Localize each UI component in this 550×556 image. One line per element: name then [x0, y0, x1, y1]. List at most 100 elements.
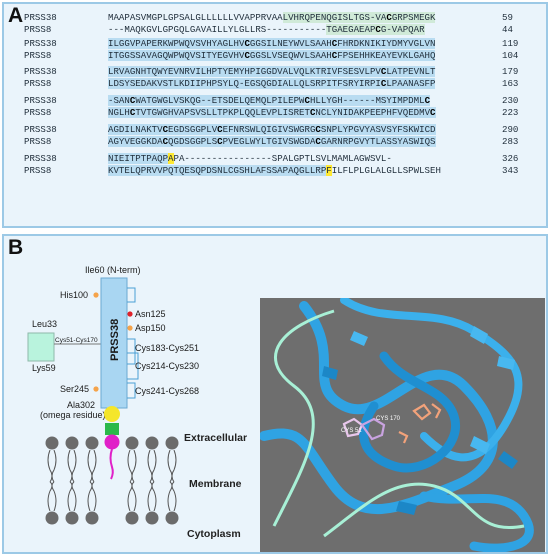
lipid-tail: [127, 449, 133, 483]
protein-ribbons: [260, 298, 534, 552]
his100-label: His100: [60, 290, 88, 300]
sequence-segment: PA----------------: [173, 153, 272, 164]
sequence-segment: C: [162, 124, 169, 135]
asn125-label: Asn125: [135, 309, 166, 319]
lipid-tail: [51, 449, 57, 483]
sequence-residues: ---MAQKGVLGPGQLGAVAILLYLGLLRS-----------…: [108, 24, 490, 36]
his100-dot: [93, 292, 99, 298]
sequence-segment: GGSLVSEQWVLSAAH: [249, 50, 332, 61]
sequence-segment: LRVAGNHTQWYEVNRVILHPTYEMYHPIGGDVALVQLKTR…: [108, 66, 381, 77]
sequence-segment: C: [380, 78, 387, 89]
disulfide-bracket-top: [127, 287, 136, 303]
residue-position: 119: [502, 38, 519, 49]
lipid-tail: [171, 481, 177, 512]
gpi-glycan-yellow: [104, 406, 120, 422]
gpi-inositol-magenta: [104, 434, 120, 450]
sequence-name: PRSS38: [24, 153, 57, 164]
lipid-tail: [71, 449, 77, 483]
sequence-segment: HLLYGH------MSYIMPDML: [309, 95, 425, 106]
sequence-name: PRSS8: [24, 165, 52, 176]
lipid-tail: [87, 449, 93, 483]
sequence-segment: NCLYNIDAKPEEPHFVQEDMV: [315, 107, 431, 118]
cys241-cys268-label: Cys241-Cys268: [135, 386, 199, 396]
lipid-tail: [147, 481, 153, 512]
residue-position: 223: [502, 107, 519, 118]
lipid-tail: [47, 449, 53, 483]
alignment-row: PRSS38 NIEITPTPAQPAPA----------------SPAL…: [4, 153, 544, 165]
lipid-head-inner: [125, 511, 139, 525]
sequence-name: PRSS38: [24, 66, 57, 77]
sequence-segment: AGDILNAKTV: [108, 124, 163, 135]
lipid-tail: [131, 481, 137, 512]
propeptide-box: [27, 332, 55, 362]
sequence-segment: FPSEHHKEAYEVKLGAHQ: [337, 50, 436, 61]
cys214-cys230-label: Cys214-Cys230: [135, 361, 199, 371]
panel-b: B Leu33 Lys59 Cys51-Cys170 Ile60 (N-term…: [2, 234, 548, 554]
omega-site-highlight: A: [168, 153, 174, 164]
sequence-segment: KVTELQPRVVPQTQESQPDSNLCGSHLAFSSAPAQGLLRP: [108, 165, 327, 176]
sequence-residues: NGLHCTVTGWGHVAPSVSLLTPKPLQQLEVPLISRETCNC…: [108, 107, 490, 119]
sequence-segment: C: [129, 95, 136, 106]
lipid-tail: [47, 481, 53, 512]
lipid-bilayer: [45, 436, 179, 525]
disulfide-bracket-cys241: [127, 382, 136, 399]
sequence-residues: LRVAGNHTQWYEVNRVILHPTYEMYHPIGGDVALVQLKTR…: [108, 66, 490, 78]
residue-position: 343: [502, 165, 519, 176]
ala302-label: Ala302: [67, 400, 95, 410]
lipid-head-outer: [65, 436, 79, 450]
sequence-segment: ILGGVPAPERKWPWQVSVHYAGLHV: [108, 38, 245, 49]
sequence-residues: ITGGSSAVAGQWPWQVSITYEGVHVCGGSLVSEQWVLSAA…: [108, 50, 490, 62]
sequence-segment: C: [162, 136, 169, 147]
sequence-segment: AGYVEGGKDA: [108, 136, 163, 147]
lipid-head-inner: [145, 511, 159, 525]
residue-position: 59: [502, 12, 513, 23]
sequence-name: PRSS38: [24, 38, 57, 49]
residue-position: 163: [502, 78, 519, 89]
disulfide-bracket-cys183: [127, 338, 136, 365]
sequence-name: PRSS8: [24, 50, 52, 61]
residue-position: 283: [502, 136, 519, 147]
lipid-head-outer: [165, 436, 179, 450]
sequence-name: PRSS38: [24, 124, 57, 135]
gpi-glycan-green: [105, 423, 119, 435]
propeptide-bond-label: Cys51-Cys170: [55, 337, 98, 344]
asp150-label: Asp150: [135, 323, 166, 333]
lipid-tail: [127, 481, 133, 512]
residue-position: 290: [502, 124, 519, 135]
sequence-residues: KVTELQPRVVPQTQESQPDSNLCGSHLAFSSAPAQGLLRP…: [108, 165, 490, 177]
lipid-head-outer: [125, 436, 139, 450]
lipid-head-inner: [165, 511, 179, 525]
asn125-dot: [127, 311, 133, 317]
sequence-segment: LVHRQPENQGISLTGS: [282, 12, 370, 23]
sequence-segment: S: [271, 153, 278, 164]
sequence-segment: C: [244, 50, 250, 61]
sequence-segment: C: [217, 124, 223, 135]
alignment-row: PRSS38 LRVAGNHTQWYEVNRVILHPTYEMYHPIGGDVAL…: [4, 66, 544, 78]
sequence-segment: -VA: [369, 12, 387, 23]
extracellular-label: Extracellular: [184, 432, 247, 444]
sequence-name: PRSS38: [24, 95, 57, 106]
lipid-head-inner: [65, 511, 79, 525]
sequence-segment: C: [315, 136, 321, 147]
sequence-residues: AGYVEGGKDACQGDSGGPLSCPVEGLWYLTGIVSWGDACG…: [108, 136, 490, 148]
sequence-segment: C: [304, 95, 310, 106]
lipid-tail: [151, 481, 157, 512]
lipid-tail: [67, 481, 73, 512]
sequence-segment: TVTGWGHVAPSVSLLTPKPLQQLEVPLISRET: [135, 107, 310, 118]
membrane-label: Membrane: [189, 478, 242, 490]
sequence-name: PRSS38: [24, 12, 57, 23]
sequence-residues: -SANCWATGWGLVSKQG--ETSDELQEMQLPILEPWCHLL…: [108, 95, 490, 107]
cys51-structure-label: CYS 51: [341, 428, 362, 434]
sequence-segment: QGDSGGPLS: [168, 136, 218, 147]
lipid-tail: [167, 481, 173, 512]
lipid-head-outer: [145, 436, 159, 450]
panel-b-letter: B: [8, 236, 24, 259]
sequence-segment: ITGGSSAVAGQWPWQVSITYEGVHV: [108, 50, 245, 61]
sequence-segment: C: [217, 136, 223, 147]
sequence-residues: NIEITPTPAQPAPA----------------SPALGPTLSV…: [108, 153, 490, 165]
sequence-segment: MAAPASVMGPLGPSALGLLLLLLVVAPPRVAA: [108, 12, 283, 23]
